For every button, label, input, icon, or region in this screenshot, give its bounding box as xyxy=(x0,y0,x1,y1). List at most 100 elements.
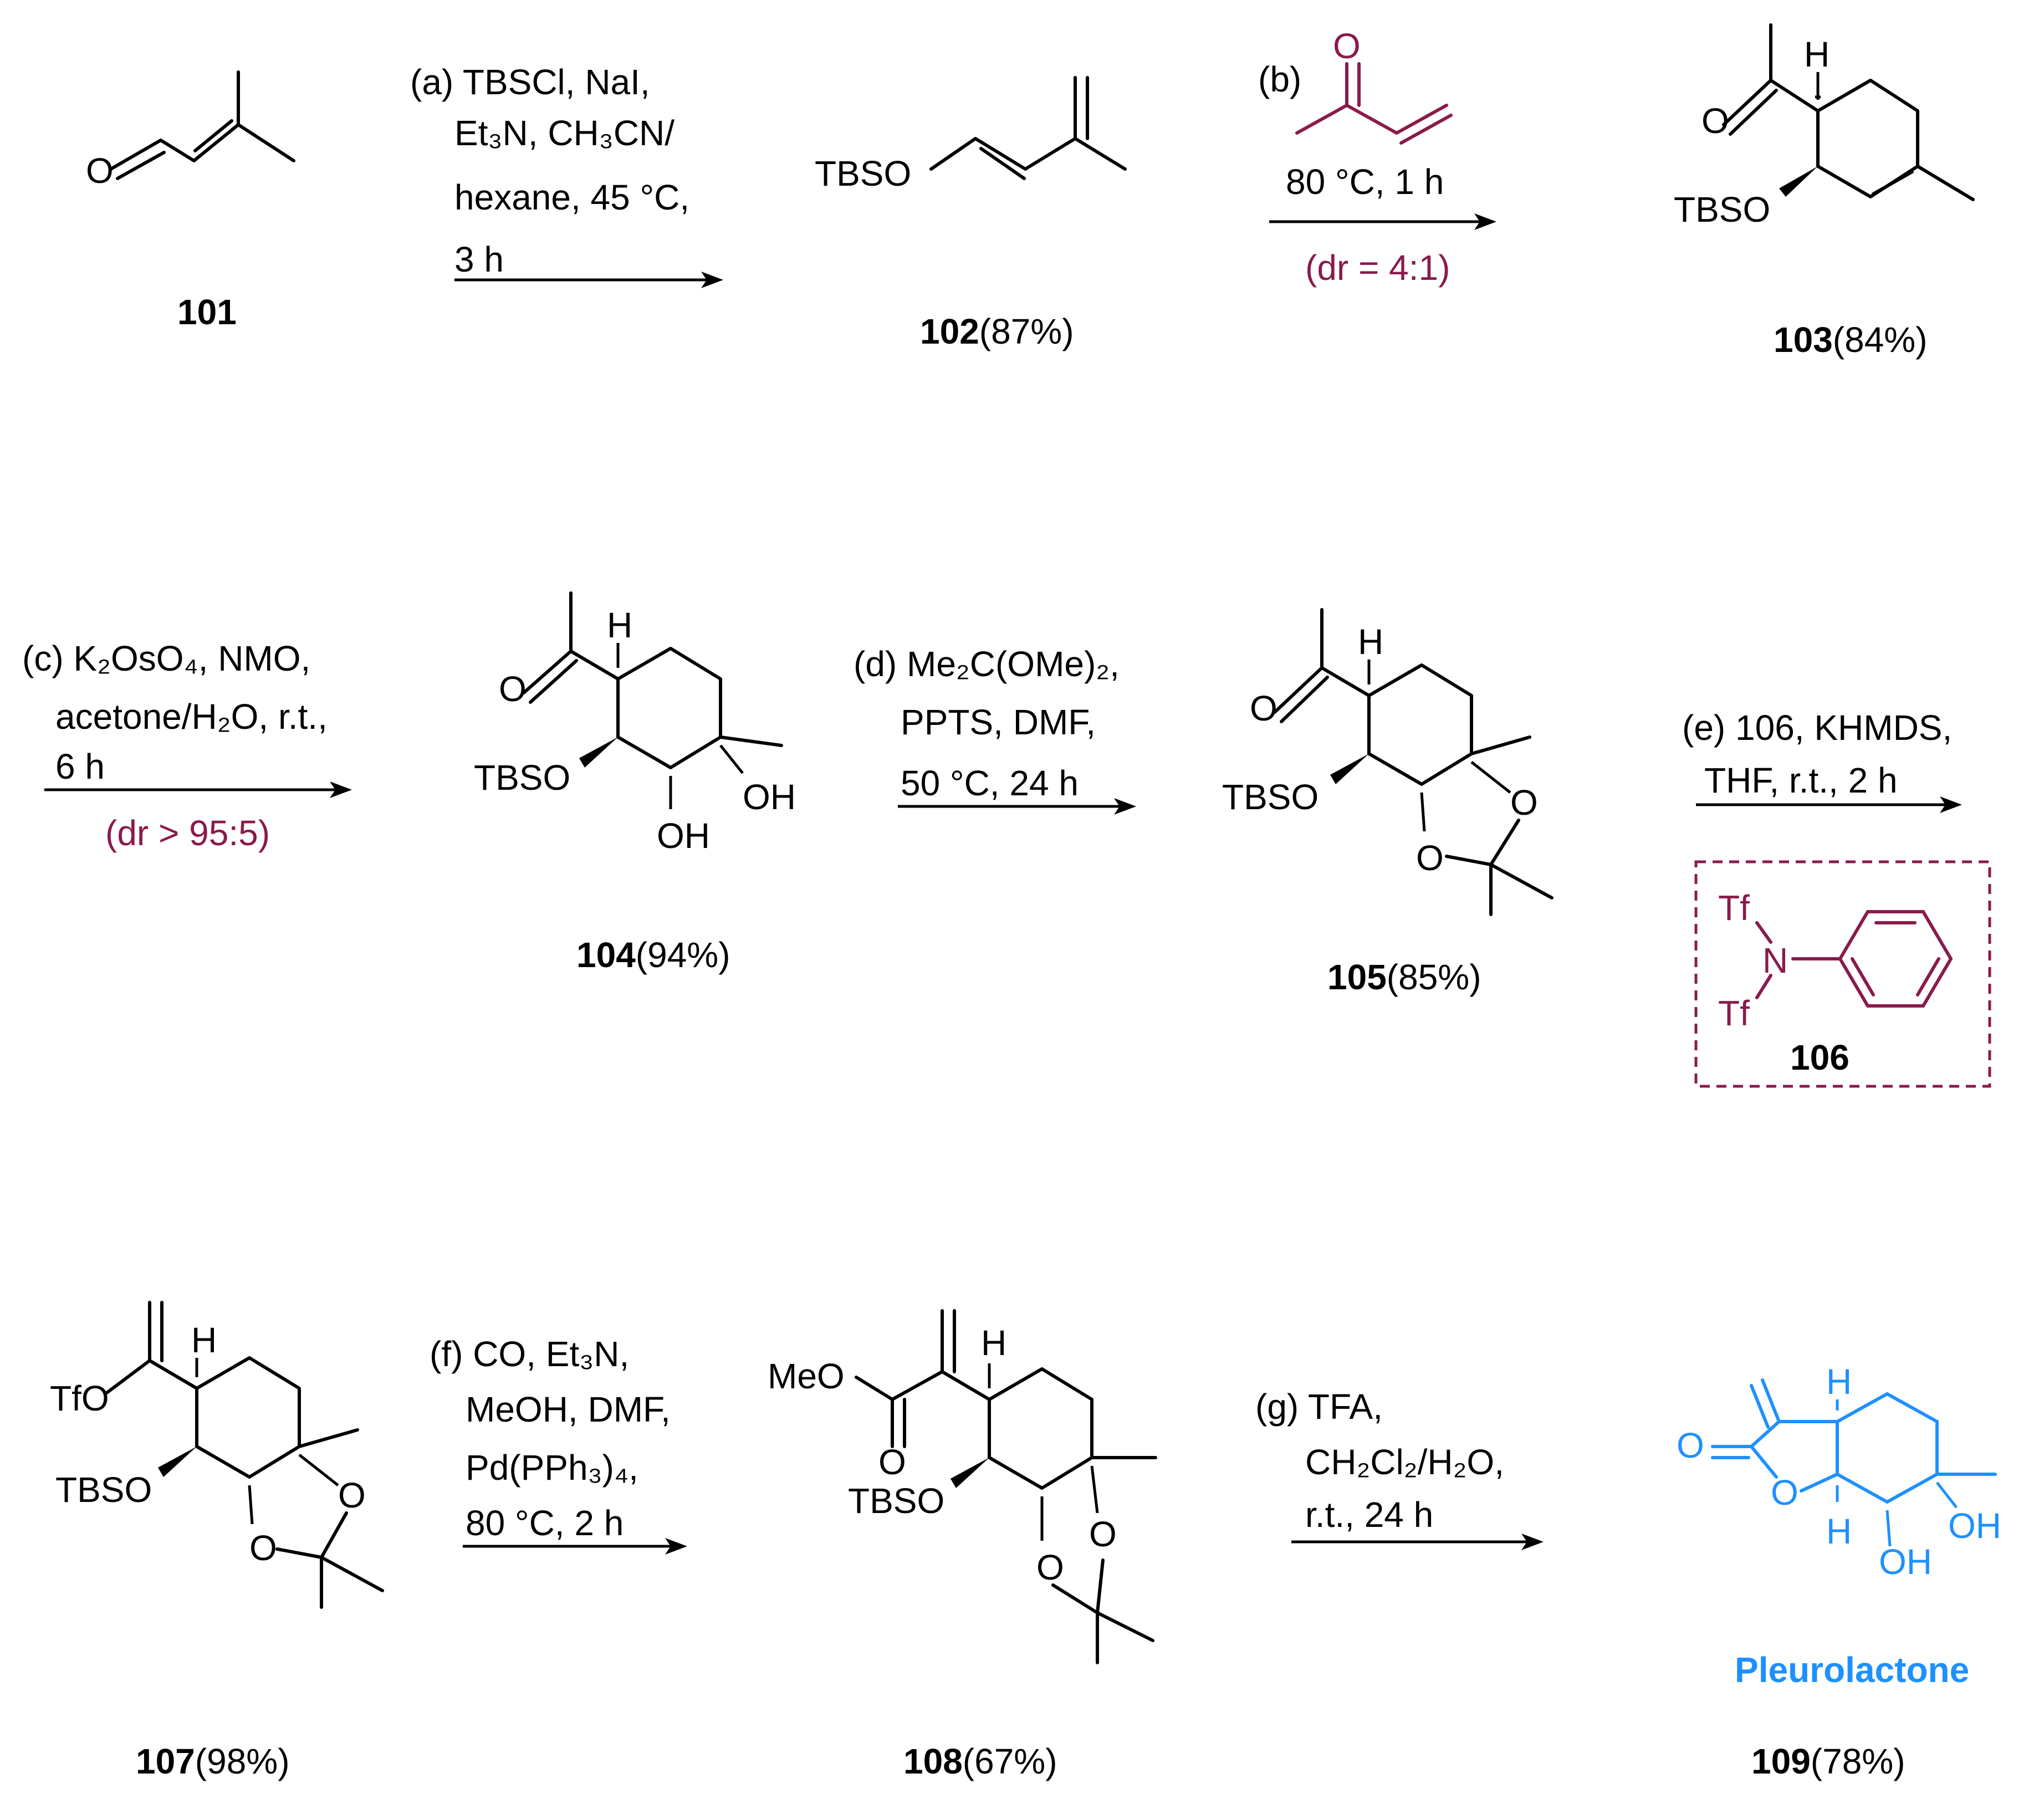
step-e-conditions: (e) 106, KHMDS, THF, r.t., 2 h xyxy=(1682,708,1952,800)
step-a-line-2: Et₃N, CH₃CN/ xyxy=(454,113,674,153)
step-b-line-1: 80 °C, 1 h xyxy=(1286,162,1444,202)
arrow-d xyxy=(898,798,1136,815)
compound-yield-104: (94%) xyxy=(636,935,730,975)
step-f-line-2: MeOH, DMF, xyxy=(466,1389,671,1429)
atom-h: H xyxy=(981,1323,1006,1363)
group-tbso: TBSO xyxy=(55,1470,152,1510)
reagent-106-tf-2: Tf xyxy=(1718,993,1750,1033)
atom-o: O xyxy=(1250,688,1278,728)
atom-o-carbonyl: O xyxy=(1677,1425,1704,1465)
atom-o-1: O xyxy=(1089,1514,1117,1554)
atom-o: O xyxy=(499,669,527,709)
atom-o: O xyxy=(86,151,114,191)
compound-103-label: 103(84%) xyxy=(1774,320,1928,360)
compound-number-109: 109 xyxy=(1751,1741,1811,1781)
group-tbso: TBSO xyxy=(848,1481,944,1521)
compound-number-101: 101 xyxy=(177,292,237,332)
reagent-106-n: N xyxy=(1762,941,1788,980)
step-b-note: (dr = 4:1) xyxy=(1305,248,1450,288)
atom-o-2: O xyxy=(1416,838,1444,878)
compound-number-105: 105 xyxy=(1327,957,1387,997)
group-oh-2: OH xyxy=(1879,1542,1932,1582)
step-d-line-2: PPTS, DMF, xyxy=(901,702,1096,742)
arrow-g xyxy=(1291,1534,1544,1550)
compound-109-structure: H O O H OH OH xyxy=(1677,1362,2001,1582)
step-f-line-1: (f) CO, Et₃N, xyxy=(430,1334,629,1374)
group-oh-2: OH xyxy=(657,816,710,856)
compound-yield-107: (98%) xyxy=(195,1741,290,1781)
atom-o-ring: O xyxy=(1771,1473,1798,1512)
compound-104-label: 104(94%) xyxy=(576,935,730,975)
compound-number-102: 102 xyxy=(920,311,979,351)
step-c-line-1: (c) K₂OsO₄, NMO, xyxy=(22,638,310,678)
atom-h: H xyxy=(1358,622,1383,662)
group-oh-1: OH xyxy=(743,777,796,817)
group-tbso: TBSO xyxy=(1674,190,1770,229)
compound-108-label: 108(67%) xyxy=(903,1741,1057,1781)
step-c-conditions: (c) K₂OsO₄, NMO, acetone/H₂O, r.t., 6 h … xyxy=(22,638,328,853)
group-oh-1: OH xyxy=(1948,1506,2001,1546)
atom-o: O xyxy=(878,1442,906,1482)
compound-number-106: 106 xyxy=(1790,1038,1849,1077)
step-a-line-1: (a) TBSCl, NaI, xyxy=(410,62,650,102)
compound-yield-109: (78%) xyxy=(1811,1741,1905,1781)
compound-105-structure: H O TBSO O O xyxy=(1222,608,1554,916)
compound-108-structure: H MeO O TBSO O O xyxy=(768,1309,1157,1664)
step-g-conditions: (g) TFA, CH₂Cl₂/H₂O, r.t., 24 h xyxy=(1255,1387,1504,1535)
reagent-106-tf-1: Tf xyxy=(1718,888,1750,928)
compound-102-structure: TBSO xyxy=(815,76,1127,193)
group-meo: MeO xyxy=(768,1356,845,1396)
step-a-conditions: (a) TBSCl, NaI, Et₃N, CH₃CN/ hexane, 45 … xyxy=(410,62,689,279)
compound-104-structure: H O TBSO OH OH xyxy=(474,591,796,856)
step-b-label: (b) xyxy=(1258,59,1301,99)
compound-number-107: 107 xyxy=(136,1741,195,1781)
atom-o-2: O xyxy=(1036,1547,1064,1587)
compound-number-103: 103 xyxy=(1774,320,1833,360)
arrow-b xyxy=(1269,213,1496,230)
atom-h: H xyxy=(607,605,632,645)
arrow-f xyxy=(463,1538,687,1555)
reagent-mvk-o: O xyxy=(1333,26,1361,66)
compound-yield-103: (84%) xyxy=(1833,320,1928,360)
arrow-e xyxy=(1696,796,1962,813)
step-e-line-1: (e) 106, KHMDS, xyxy=(1682,708,1952,748)
group-tbso: TBSO xyxy=(1222,777,1319,817)
compound-107-structure: H TfO TBSO O O xyxy=(50,1301,384,1609)
step-g-line-1: (g) TFA, xyxy=(1255,1387,1383,1427)
compound-yield-108: (67%) xyxy=(963,1741,1057,1781)
arrow-c xyxy=(44,781,352,798)
compound-109-label: 109(78%) xyxy=(1751,1741,1905,1781)
compound-number-108: 108 xyxy=(903,1741,963,1781)
step-a-line-3: hexane, 45 °C, xyxy=(454,177,689,217)
compound-102-label: 102(87%) xyxy=(920,311,1074,351)
step-g-line-2: CH₂Cl₂/H₂O, xyxy=(1305,1442,1504,1482)
atom-o-1: O xyxy=(1510,783,1538,822)
group-tbso: TBSO xyxy=(474,758,570,798)
step-c-line-3: 6 h xyxy=(55,747,105,786)
step-f-line-3: Pd(PPh₃)₄, xyxy=(466,1448,638,1488)
group-tfo: TfO xyxy=(50,1378,109,1418)
step-f-line-4: 80 °C, 2 h xyxy=(466,1503,624,1543)
compound-103-structure: H O TBSO xyxy=(1674,23,1975,229)
atom-o: O xyxy=(1701,101,1729,141)
group-tbso: TBSO xyxy=(815,154,911,193)
step-c-note: (dr > 95:5) xyxy=(105,813,270,853)
compound-name-109: Pleurolactone xyxy=(1735,1650,1969,1690)
step-b-conditions: (b) O 80 °C, 1 h (dr = 4:1) xyxy=(1258,26,1453,288)
compound-yield-105: (85%) xyxy=(1387,957,1481,997)
step-e-line-2: THF, r.t., 2 h xyxy=(1704,760,1898,800)
atom-h: H xyxy=(191,1320,217,1360)
compound-101-structure: O xyxy=(86,70,295,191)
compound-number-104: 104 xyxy=(576,935,636,975)
step-c-line-2: acetone/H₂O, r.t., xyxy=(55,697,328,737)
compound-yield-102: (87%) xyxy=(979,311,1074,351)
step-f-conditions: (f) CO, Et₃N, MeOH, DMF, Pd(PPh₃)₄, 80 °… xyxy=(430,1334,671,1543)
compound-105-label: 105(85%) xyxy=(1327,957,1481,997)
arrow-a xyxy=(454,272,723,288)
atom-h: H xyxy=(1804,34,1830,74)
atom-h-1: H xyxy=(1826,1362,1852,1402)
step-d-line-3: 50 °C, 24 h xyxy=(901,763,1079,803)
step-g-line-3: r.t., 24 h xyxy=(1305,1495,1433,1535)
atom-o-1: O xyxy=(338,1475,366,1515)
